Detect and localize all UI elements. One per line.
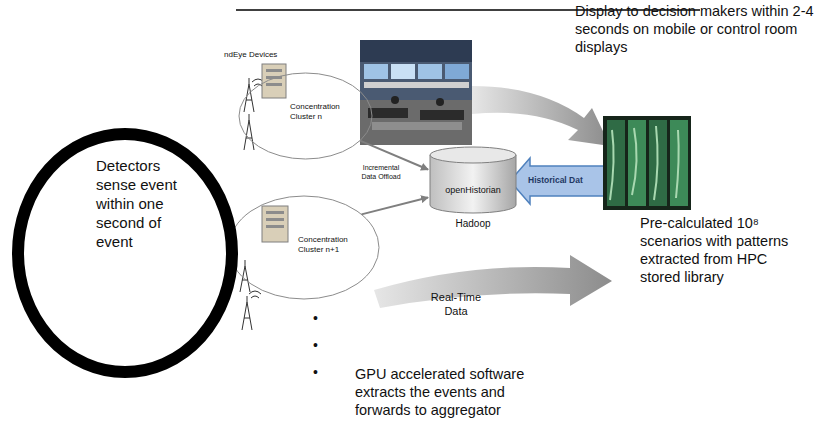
node-text: openHistorian (428, 185, 518, 196)
data-flow-arrow (362, 198, 429, 215)
antenna-icons (240, 78, 264, 330)
bullet-dot: • (313, 337, 325, 355)
node-text: Concentration Cluster n+1 (298, 235, 364, 255)
historical-arrow (510, 158, 612, 204)
note-text: GPU accelerated software extracts the ev… (355, 365, 553, 419)
database-cylinder: openHistorianHadoop (428, 145, 518, 215)
note-text: Display to decision makers within 2-4 se… (575, 2, 833, 56)
realtime-arrow (374, 255, 612, 308)
node-caption: Hadoop (428, 218, 518, 230)
server-icon (262, 64, 288, 242)
arrow-label: Historical Dat (528, 175, 608, 186)
arrow-label: Real-Time Data (424, 291, 488, 319)
note-text: Pre-calculated 10⁸ scenarios with patter… (640, 214, 796, 287)
node-text: Detectors sense event within one second … (96, 156, 200, 251)
cluster-ellipse: Concentration Cluster n (238, 72, 373, 160)
node-text: Concentration Cluster n (290, 102, 354, 122)
device-label: ndEye Devices (224, 50, 294, 60)
cylinder-outline (428, 145, 518, 215)
event-circle: Detectors sense event within one second … (12, 128, 238, 378)
flow-arrow (472, 86, 610, 146)
bullet-dot: • (313, 310, 325, 328)
bullet-dot: • (313, 364, 325, 382)
flow-label: Incremental Data Offload (358, 164, 404, 182)
cluster-ellipse: Concentration Cluster n+1 (228, 195, 380, 300)
supercomputer-photo (603, 116, 691, 210)
control-room-photo (360, 40, 472, 145)
